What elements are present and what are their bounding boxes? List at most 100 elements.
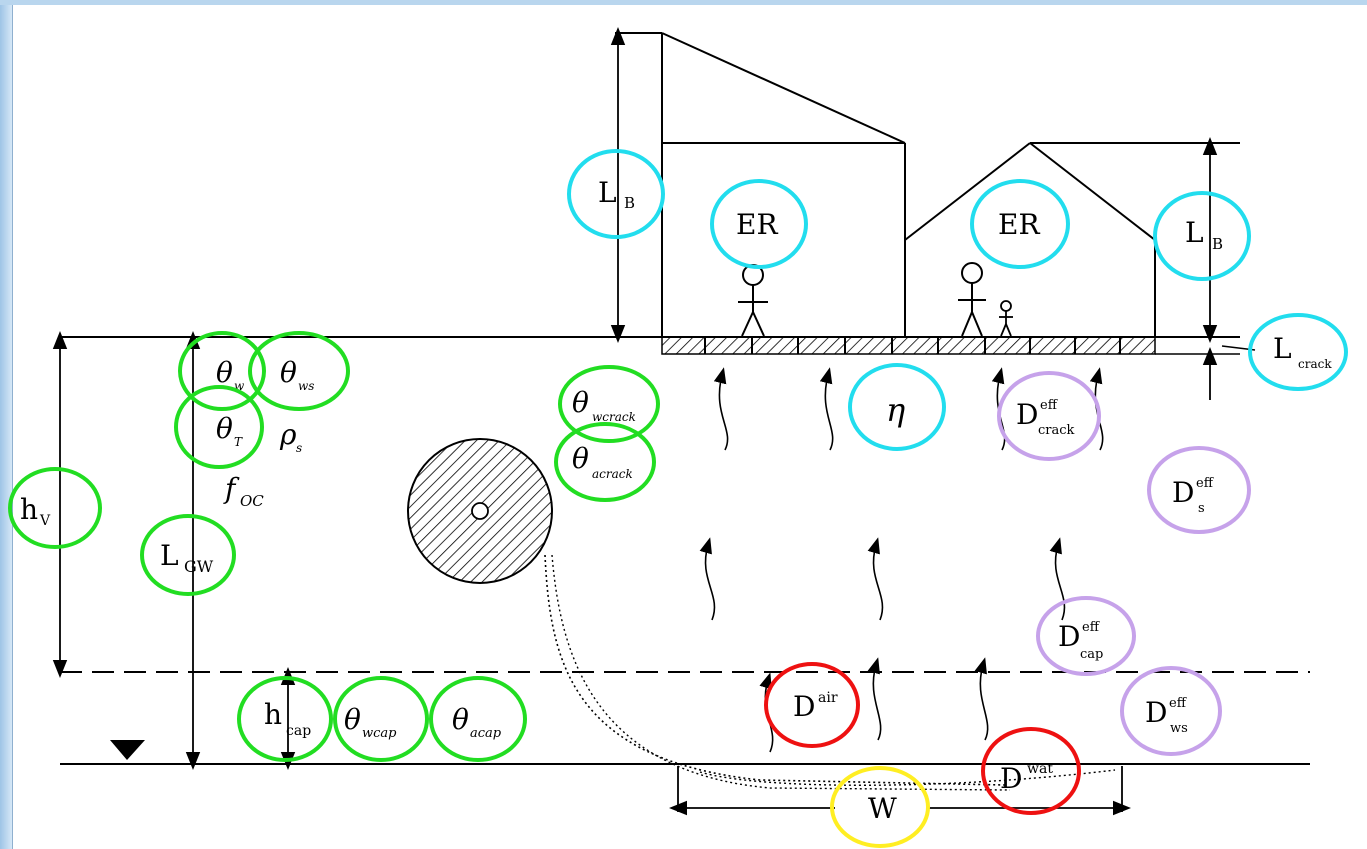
- svg-text:θ: θ: [216, 356, 233, 389]
- d-eff-crack-label: D eff crack: [1016, 398, 1075, 438]
- water-table-icon: [110, 740, 145, 760]
- er-right-label: ER: [998, 208, 1040, 241]
- svg-text:s: s: [296, 441, 302, 455]
- highlight-d-eff-s: [1147, 446, 1251, 534]
- svg-text:eff: eff: [1040, 398, 1059, 413]
- slab-cracks: [704, 337, 1121, 354]
- lgw-label: L GW: [160, 539, 214, 576]
- svg-text:D: D: [1000, 762, 1022, 795]
- theta-t-label: θ T: [216, 412, 243, 449]
- theta-acap-label: θ acap: [452, 703, 502, 741]
- highlight-theta-t: [174, 385, 264, 469]
- svg-text:h: h: [264, 698, 282, 731]
- highlight-theta-wcap: [333, 676, 429, 762]
- hcap-label: h cap: [264, 698, 311, 739]
- person-right-icon: [958, 262, 986, 337]
- foc-label: f OC: [223, 472, 264, 510]
- svg-text:D: D: [1145, 696, 1167, 729]
- svg-text:ws: ws: [1170, 721, 1188, 736]
- hv-label: h V: [20, 493, 51, 529]
- svg-text:D: D: [793, 690, 815, 723]
- highlight-lb-right: [1153, 191, 1251, 281]
- highlight-d-eff-crack: [997, 371, 1101, 461]
- svg-text:θ: θ: [344, 703, 361, 736]
- highlight-d-eff-cap: [1036, 596, 1136, 676]
- svg-text:D: D: [1016, 398, 1038, 431]
- highlight-w: [830, 766, 930, 848]
- highlight-d-air: [764, 662, 860, 748]
- lb-left-label: L B: [598, 176, 635, 212]
- highlight-lcrack: [1248, 313, 1348, 391]
- svg-text:eff: eff: [1169, 696, 1188, 711]
- highlight-theta-ws: [248, 331, 350, 411]
- svg-text:crack: crack: [1038, 423, 1075, 438]
- svg-text:wat: wat: [1027, 761, 1053, 777]
- er-left-label: ER: [736, 208, 778, 241]
- svg-text:OC: OC: [240, 492, 264, 510]
- highlight-eta: [848, 363, 946, 451]
- theta-w-label: θ w: [216, 356, 245, 393]
- source-zone-outline: [544, 554, 1006, 786]
- svg-text:B: B: [624, 194, 635, 212]
- svg-text:w: w: [234, 379, 245, 393]
- svg-text:T: T: [234, 435, 243, 449]
- highlight-d-eff-ws: [1120, 666, 1222, 756]
- svg-text:eff: eff: [1082, 620, 1101, 635]
- svg-text:ws: ws: [298, 379, 314, 393]
- highlight-theta-acrack: [554, 422, 656, 502]
- svg-text:crack: crack: [1298, 357, 1332, 371]
- svg-text:L: L: [598, 176, 617, 209]
- svg-text:θ: θ: [280, 356, 297, 389]
- theta-wcrack-label: θ wcrack: [572, 386, 636, 424]
- svg-text:L: L: [1273, 332, 1292, 365]
- svg-text:s: s: [1198, 501, 1205, 516]
- svg-text:air: air: [818, 690, 838, 706]
- svg-text:B: B: [1212, 235, 1223, 253]
- d-air-label: D air: [793, 690, 838, 723]
- child-icon: [999, 300, 1013, 337]
- highlight-theta-wcrack: [558, 365, 660, 443]
- highlight-hv: [8, 467, 102, 549]
- svg-text:ρ: ρ: [279, 418, 297, 451]
- theta-acrack-label: θ acrack: [572, 442, 633, 481]
- d-eff-s-label: D eff s: [1172, 476, 1215, 516]
- svg-text:cap: cap: [1080, 647, 1103, 662]
- svg-text:wcap: wcap: [362, 726, 397, 741]
- highlight-d-wat: [981, 727, 1081, 815]
- highlight-theta-w: [178, 331, 266, 411]
- d-eff-cap-label: D eff cap: [1058, 620, 1103, 662]
- source-zone-bottom: [699, 769, 1116, 786]
- svg-text:D: D: [1172, 476, 1194, 509]
- svg-text:f: f: [223, 472, 240, 505]
- highlight-lgw: [140, 514, 236, 596]
- highlight-lb-left: [567, 149, 665, 239]
- svg-text:θ: θ: [216, 412, 233, 445]
- d-eff-ws-label: D eff ws: [1145, 696, 1188, 736]
- window-frame-top: [0, 0, 1367, 5]
- svg-text:wcrack: wcrack: [592, 410, 636, 424]
- highlight-er-right: [970, 179, 1070, 269]
- svg-text:eff: eff: [1196, 476, 1215, 491]
- svg-text:θ: θ: [452, 703, 469, 736]
- d-wat-label: D wat: [1000, 761, 1053, 795]
- source-center-dot: [471, 502, 489, 520]
- building-left: [615, 32, 906, 337]
- theta-ws-label: θ ws: [280, 356, 314, 393]
- svg-text:D: D: [1058, 620, 1080, 653]
- svg-text:θ: θ: [572, 386, 589, 419]
- svg-text:h: h: [20, 493, 38, 526]
- person-left-icon: [738, 264, 768, 337]
- highlight-er-left: [710, 179, 808, 269]
- highlight-hcap: [237, 676, 333, 762]
- svg-text:L: L: [1185, 216, 1204, 249]
- svg-text:θ: θ: [572, 442, 589, 475]
- foundation-slab: [661, 336, 1156, 355]
- window-frame-left: [0, 0, 13, 849]
- svg-text:L: L: [160, 539, 179, 572]
- svg-text:cap: cap: [286, 723, 311, 739]
- svg-text:acap: acap: [470, 726, 502, 741]
- svg-text:acrack: acrack: [592, 467, 633, 481]
- lcrack-label: L crack: [1273, 332, 1332, 371]
- theta-wcap-label: θ wcap: [344, 703, 397, 741]
